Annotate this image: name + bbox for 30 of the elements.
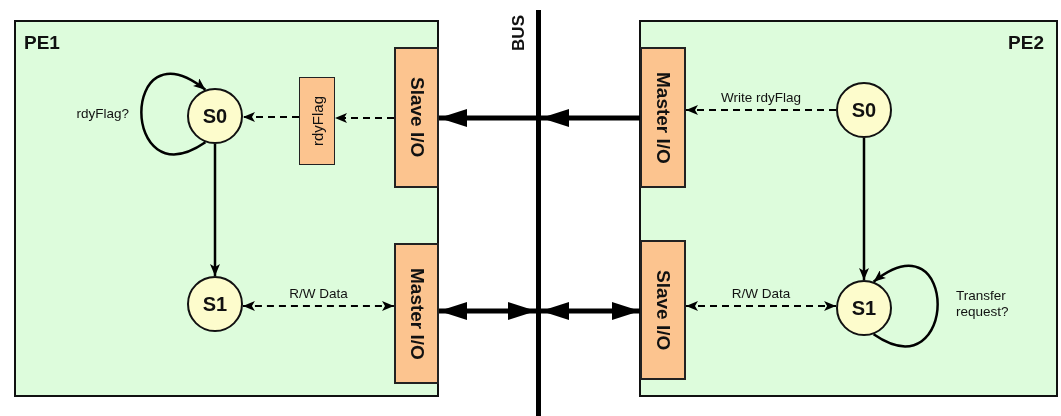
panel-title: PE1	[24, 32, 60, 54]
io-block: Master I/O	[640, 47, 686, 188]
arrow	[541, 109, 640, 127]
io-block: Master I/O	[394, 243, 439, 384]
loop-arrow	[872, 264, 939, 348]
processing-element-panel	[14, 20, 439, 397]
arrow	[685, 301, 837, 311]
arrow	[242, 301, 395, 311]
state-circle: S0	[187, 88, 243, 144]
processing-element-panel	[639, 20, 1058, 397]
state-circle: S1	[187, 276, 243, 332]
edge-label: rdyFlag?	[75, 106, 130, 122]
flag-register: rdyFlag	[299, 77, 335, 165]
arrow	[210, 144, 220, 276]
io-block: Slave I/O	[640, 240, 686, 380]
arrow	[859, 138, 869, 280]
loop-arrow	[140, 72, 207, 156]
state-circle: S1	[836, 280, 892, 336]
edge-label: Transfer request?	[955, 288, 1010, 320]
bus-label: BUS	[509, 15, 529, 51]
arrow	[242, 112, 300, 122]
edge-label: Write rdyFlag	[719, 90, 803, 106]
io-block: Slave I/O	[394, 47, 439, 188]
arrow	[685, 105, 837, 115]
state-circle: S0	[836, 82, 892, 138]
arrow	[439, 302, 536, 320]
arrow	[334, 113, 395, 123]
arrow	[439, 109, 536, 127]
panel-title: PE2	[1008, 32, 1044, 54]
arrow	[541, 302, 640, 320]
